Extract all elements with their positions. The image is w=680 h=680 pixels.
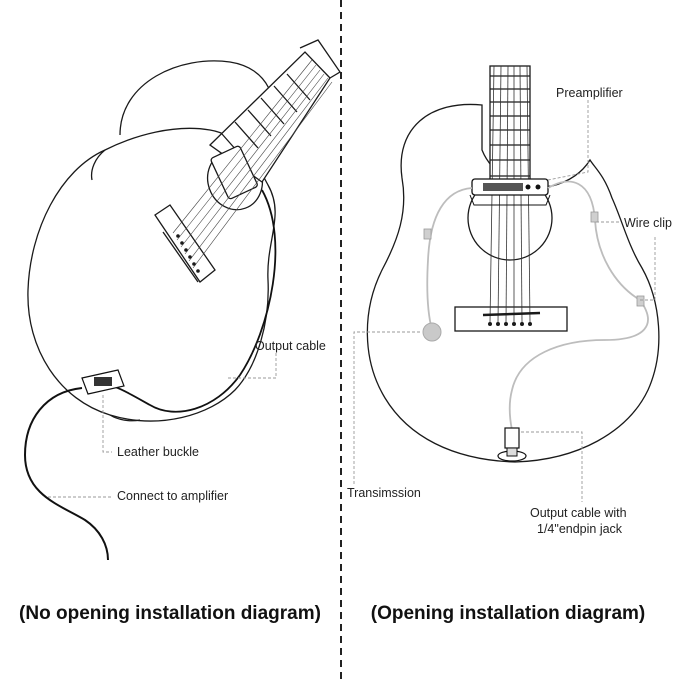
wire-clip-lower (636, 295, 645, 307)
left-output-cable (111, 189, 277, 413)
right-guitar-illustration (366, 65, 660, 463)
right-internal-cables (426, 180, 649, 431)
leather-buckle (81, 369, 125, 395)
right-leader-lines (353, 100, 656, 502)
label-leather-buckle: Leather buckle (117, 445, 199, 459)
left-guitar-strings (172, 59, 333, 269)
label-preamplifier: Preamplifier (556, 86, 623, 100)
caption-no-opening: (No opening installation diagram) (19, 603, 321, 624)
left-guitar-illustration (27, 39, 341, 422)
label-wire-clip: Wire clip (624, 216, 672, 230)
wire-clip-right (590, 211, 599, 223)
label-output-jack-line2: 1/4"endpin jack (537, 522, 623, 536)
left-bridge-pins (176, 234, 200, 273)
right-bridge-pins (488, 322, 532, 326)
label-output-cable: Output cable (255, 339, 326, 353)
left-leader-lines (48, 352, 277, 498)
label-connect-amplifier: Connect to amplifier (117, 489, 228, 503)
label-output-jack-line1: Output cable with (530, 506, 627, 520)
label-transmission: Transimssion (347, 486, 421, 500)
transmission-pickup (422, 322, 442, 342)
caption-opening: (Opening installation diagram) (371, 603, 645, 624)
endpin-jack (497, 427, 527, 462)
preamplifier-unit (469, 178, 551, 206)
right-saddle (482, 311, 541, 317)
wire-clip-left (423, 228, 432, 240)
left-amplifier-cable (23, 387, 109, 561)
